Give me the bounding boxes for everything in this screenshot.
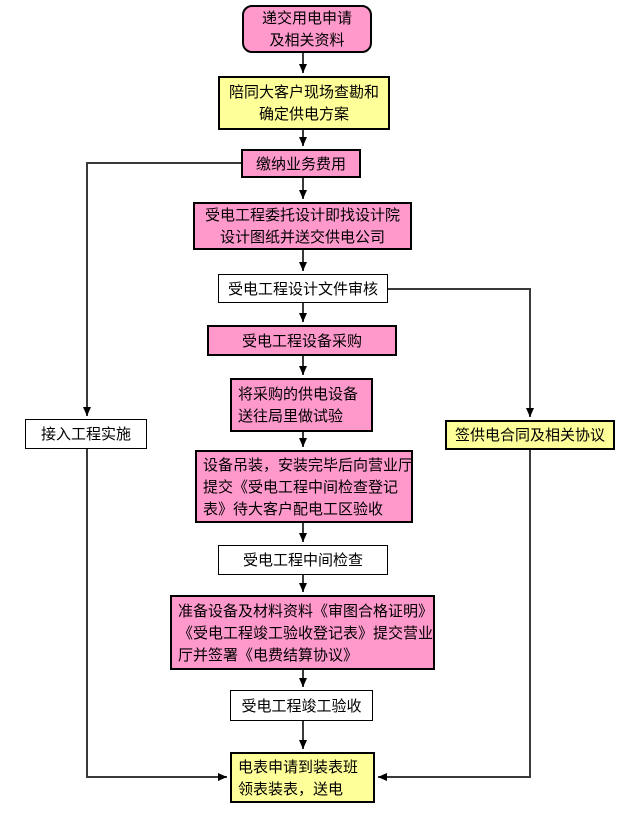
node-text-line: 《受电工程竣工验收登记表》提交营业 (178, 623, 434, 642)
node-text-line: 接入工程实施 (40, 425, 131, 443)
connector-review-contract (388, 288, 534, 417)
node-text-line: 设计图纸并送交供电公司 (219, 228, 385, 246)
node-text-line: 电表申请到装表班 (238, 757, 359, 776)
flow-node-completion-acceptance: 受电工程竣工验收 (230, 690, 373, 721)
node-text-line: 及相关资料 (269, 31, 345, 49)
node-text-line: 签供电合同及相关协议 (454, 426, 605, 444)
flow-node-site-survey: 陪同大客户现场查勘和 确定供电方案 (218, 76, 390, 130)
flow-node-access-project: 接入工程实施 (25, 419, 147, 449)
node-text-line: 陪同大客户现场查勘和 (228, 83, 379, 101)
flow-node-sign-contract: 签供电合同及相关协议 (445, 420, 615, 450)
node-text-line: 表》待大客户配电工区验收 (203, 499, 384, 518)
flow-node-equipment-procurement: 受电工程设备采购 (207, 325, 397, 356)
node-text-line: 提交《受电工程中间检查登记 (203, 477, 399, 496)
node-text-line: 厅并签署《电费结算协议》 (178, 645, 359, 664)
flow-node-pay-fees: 缴纳业务费用 (241, 149, 361, 178)
flow-node-intermediate-inspection: 受电工程中间检查 (218, 545, 388, 575)
flow-node-equipment-installation: 设备吊装，安装完毕后向营业厅 提交《受电工程中间检查登记 表》待大客户配电工区验… (195, 450, 413, 523)
flow-node-design-review: 受电工程设计文件审核 (218, 274, 388, 303)
node-text-line: 送往局里做试验 (238, 407, 344, 425)
node-text-line: 受电工程中间检查 (242, 551, 363, 569)
node-text-line: 受电工程委托设计即找设计院 (204, 206, 400, 224)
flow-node-prepare-materials: 准备设备及材料资料《审图合格证明》 《受电工程竣工验收登记表》提交营业 厅并签署… (170, 595, 435, 670)
node-text-line: 递交用电申请 (261, 9, 352, 27)
flow-node-entrust-design: 受电工程委托设计即找设计院 设计图纸并送交供电公司 (193, 202, 412, 250)
flow-node-equipment-testing: 将采购的供电设备 送往局里做试验 (230, 378, 373, 432)
node-text-line: 将采购的供电设备 (238, 385, 359, 403)
node-text-line: 领表装表，送电 (238, 779, 344, 798)
node-text-line: 受电工程设计文件审核 (227, 279, 378, 298)
node-text-line: 确定供电方案 (258, 105, 349, 123)
node-text-line: 受电工程竣工验收 (241, 696, 362, 715)
node-text-line: 设备吊装，安装完毕后向营业厅 (203, 455, 414, 474)
node-text-line: 准备设备及材料资料《审图合格证明》 (178, 601, 434, 620)
flow-node-submit-application: 递交用电申请 及相关资料 (242, 5, 372, 53)
node-text-line: 缴纳业务费用 (255, 154, 346, 173)
node-text-line: 受电工程设备采购 (241, 331, 362, 350)
flow-node-meter-installation: 电表申请到装表班 领表装表，送电 (230, 752, 375, 803)
